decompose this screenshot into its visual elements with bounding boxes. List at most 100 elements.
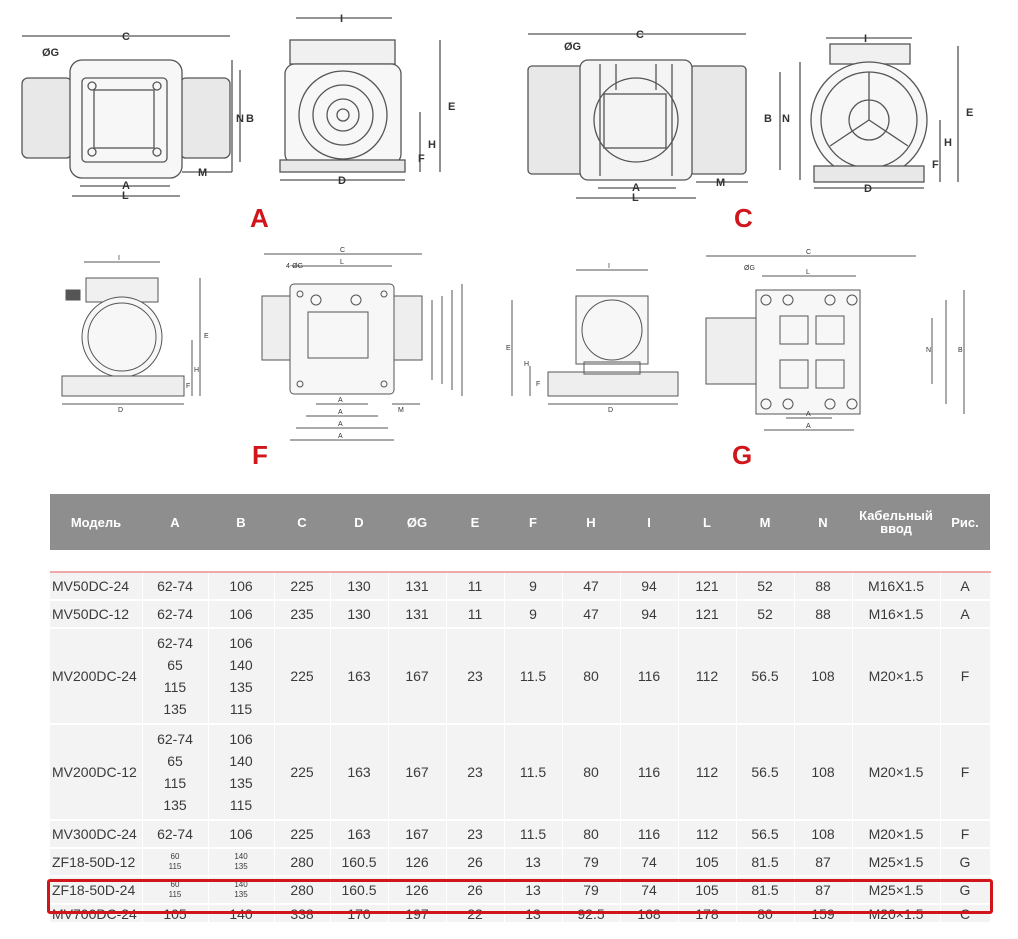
- cell-e: 23: [446, 819, 505, 848]
- dim-label: A: [806, 423, 811, 430]
- cell-line: 140: [234, 852, 248, 861]
- header-spacer: [50, 550, 991, 573]
- column-header: Кабельный ввод: [852, 494, 940, 550]
- cell-n: 159: [794, 903, 853, 922]
- dim-label: H: [194, 367, 199, 374]
- cell-l: 112: [678, 723, 737, 820]
- cell-n: 108: [794, 819, 853, 848]
- cell-cable: M25×1.5: [852, 847, 941, 876]
- cell-f: 9: [504, 571, 563, 600]
- cell-cable: M25×1.5: [852, 875, 941, 904]
- cell-m: 52: [736, 599, 795, 628]
- cell-fig: A: [940, 571, 991, 600]
- cell-d: 130: [330, 571, 389, 600]
- cell-e: 23: [446, 627, 505, 724]
- cell-model: MV200DC-24: [50, 627, 143, 724]
- cell-n: 88: [794, 571, 853, 600]
- cell-line: 115: [229, 797, 253, 813]
- dim-label: C: [636, 29, 644, 41]
- cell-e: 22: [446, 903, 505, 922]
- cell-line: 135: [163, 701, 187, 717]
- cell-n: 88: [794, 599, 853, 628]
- cell-l: 121: [678, 599, 737, 628]
- cell-line: 62-74: [157, 826, 193, 842]
- cell-line: 106: [229, 606, 253, 622]
- cell-line: 135: [229, 679, 253, 695]
- cell-g: 197: [388, 903, 447, 922]
- cell-line: 105: [163, 905, 187, 922]
- dim-label: N: [926, 347, 931, 354]
- cell-g: 167: [388, 819, 447, 848]
- cell-c: 225: [274, 819, 331, 848]
- cell-i: 168: [620, 903, 679, 922]
- cell-m: 80: [736, 903, 795, 922]
- figure-f-side-view: [261, 253, 463, 441]
- dim-label: L: [806, 269, 810, 276]
- cell-line: 135: [229, 775, 253, 791]
- cell-d: 163: [330, 819, 389, 848]
- figure-g-end-view: [511, 269, 679, 405]
- figure-c-side-view: [527, 33, 801, 199]
- cell-c: 338: [274, 903, 331, 922]
- column-header: C: [274, 494, 330, 550]
- cell-a: 62-74: [142, 571, 209, 600]
- dim-label: C: [122, 31, 130, 43]
- cell-h: 92.5: [562, 903, 621, 922]
- cell-n: 87: [794, 875, 853, 904]
- column-header: B: [208, 494, 274, 550]
- cell-fig: C: [940, 903, 991, 922]
- cell-d: 163: [330, 723, 389, 820]
- cell-g: 126: [388, 847, 447, 876]
- cell-g: 131: [388, 571, 447, 600]
- cell-m: 81.5: [736, 875, 795, 904]
- column-header: A: [142, 494, 208, 550]
- cell-fig: F: [940, 627, 991, 724]
- cell-e: 26: [446, 875, 505, 904]
- cell-m: 56.5: [736, 723, 795, 820]
- cell-fig: G: [940, 847, 991, 876]
- cell-l: 112: [678, 819, 737, 848]
- cell-e: 11: [446, 571, 505, 600]
- dim-label: 4-ØG: [286, 263, 303, 270]
- cell-h: 80: [562, 723, 621, 820]
- cell-g: 167: [388, 627, 447, 724]
- cell-m: 81.5: [736, 847, 795, 876]
- dim-label: L: [122, 190, 129, 202]
- cell-line: 135: [234, 890, 248, 899]
- cell-d: 160.5: [330, 875, 389, 904]
- cell-d: 160.5: [330, 847, 389, 876]
- dim-label: D: [338, 175, 346, 187]
- figure-f-end-view: [61, 261, 201, 405]
- cell-fig: A: [940, 599, 991, 628]
- cell-c: 280: [274, 847, 331, 876]
- cell-f: 13: [504, 875, 563, 904]
- cell-cable: M20×1.5: [852, 819, 941, 848]
- technical-drawings: C ØG N B A L M I E H F D C ØG B N A L M …: [21, 13, 973, 441]
- cell-i: 74: [620, 847, 679, 876]
- dim-label: E: [506, 345, 511, 352]
- cell-i: 116: [620, 819, 679, 848]
- figure-a-end-view: [279, 17, 441, 181]
- dim-label: I: [608, 263, 610, 270]
- cell-i: 74: [620, 875, 679, 904]
- cell-line: 62-74: [157, 606, 193, 622]
- dim-label: L: [340, 259, 344, 266]
- column-header: Рис.: [940, 494, 990, 550]
- cell-e: 26: [446, 847, 505, 876]
- column-header: D: [330, 494, 388, 550]
- cell-line: 62-74: [157, 635, 193, 651]
- dim-label: A: [338, 409, 343, 416]
- cell-model: MV200DC-12: [50, 723, 143, 820]
- cell-line: 106: [229, 578, 253, 594]
- cell-fig: G: [940, 875, 991, 904]
- dim-label: N: [782, 113, 790, 125]
- dim-label: E: [204, 333, 209, 340]
- cell-line: 135: [234, 862, 248, 871]
